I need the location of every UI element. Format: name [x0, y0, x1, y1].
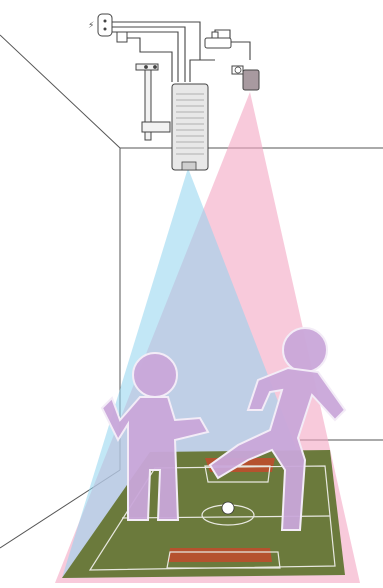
- depth-sensor: [232, 66, 259, 90]
- sensor-adapter: [205, 38, 231, 48]
- cables: [108, 22, 250, 90]
- power-adapter: [117, 32, 127, 42]
- power-bolt-icon: ⚡: [88, 21, 94, 31]
- projector: [172, 84, 208, 170]
- power-outlet: [98, 14, 112, 36]
- ceiling-mount-bracket: [136, 64, 170, 140]
- field-board-bottom: [168, 548, 272, 562]
- usb-extender: [212, 32, 218, 38]
- soccer-ball-icon: [222, 502, 234, 514]
